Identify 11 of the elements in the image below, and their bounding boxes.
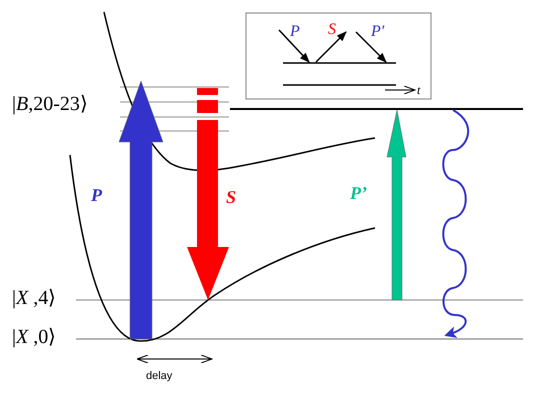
state-label: |X ,0⟩ <box>12 327 56 347</box>
state-label: |B,20-23⟩ <box>12 94 88 114</box>
state-label: |X ,4⟩ <box>12 288 56 308</box>
axis-label: t <box>417 84 420 96</box>
pulse-label: S <box>226 188 236 206</box>
dimension-label: delay <box>146 371 172 382</box>
pulse-label: P’ <box>350 184 367 202</box>
pulse-label: P' <box>371 24 384 40</box>
pulse-label: S <box>328 22 336 38</box>
pulse-label: P <box>91 186 102 204</box>
pulse-label: P <box>290 24 300 40</box>
